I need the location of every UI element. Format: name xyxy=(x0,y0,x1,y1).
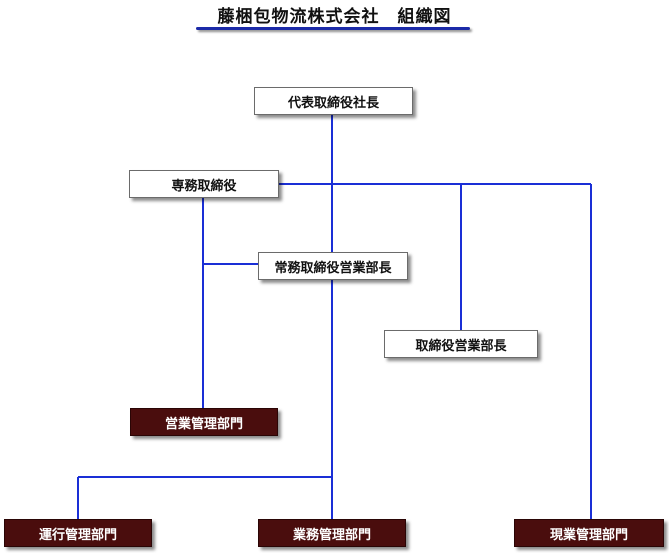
title-underline xyxy=(196,27,470,30)
sales-dept-box: 営業管理部門 xyxy=(130,408,278,436)
ceo-box: 代表取締役社長 xyxy=(254,87,413,115)
field-dept-box: 現業管理部門 xyxy=(514,519,664,547)
page-title: 藤梱包物流株式会社 組織図 xyxy=(217,7,452,27)
managing-director-box: 常務取締役営業部長 xyxy=(258,252,408,280)
director-sales-box: 取締役営業部長 xyxy=(384,330,538,358)
business-dept-box: 業務管理部門 xyxy=(258,519,406,547)
senior-director-box: 専務取締役 xyxy=(129,170,279,198)
operations-dept-box: 運行管理部門 xyxy=(4,519,152,547)
